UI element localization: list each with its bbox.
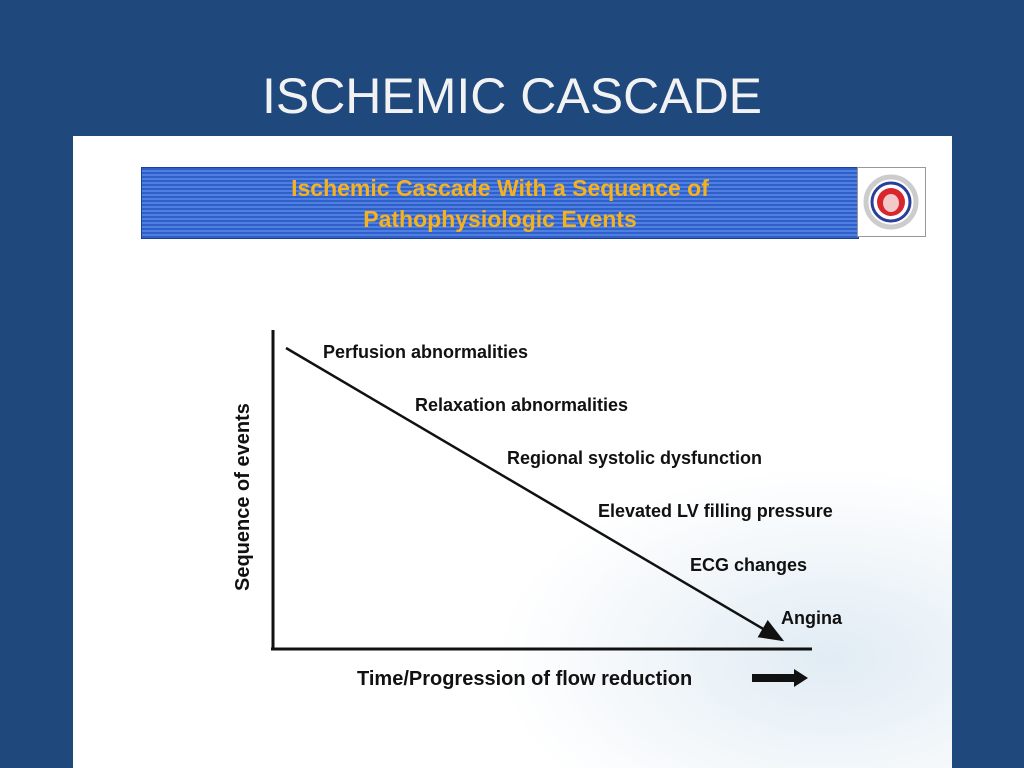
- event-label: Perfusion abnormalities: [323, 342, 528, 362]
- event-label: Regional systolic dysfunction: [507, 448, 762, 468]
- society-logo: [857, 167, 926, 237]
- event-label: Angina: [781, 608, 843, 628]
- y-axis-label: Sequence of events: [232, 403, 254, 591]
- logo-emblem-icon: [863, 174, 919, 230]
- cascade-arrow: [285, 346, 785, 642]
- slide-title: ISCHEMIC CASCADE: [261, 68, 763, 124]
- banner-title: Ischemic Cascade With a Sequence of Path…: [142, 173, 858, 235]
- event-label: Relaxation abnormalities: [415, 395, 628, 415]
- event-label: Elevated LV filling pressure: [598, 501, 833, 521]
- content-panel: Ischemic Cascade With a Sequence of Path…: [73, 136, 952, 768]
- banner-line-2: Pathophysiologic Events: [363, 206, 637, 232]
- banner-line-1: Ischemic Cascade With a Sequence of: [291, 175, 709, 201]
- event-label: ECG changes: [690, 555, 807, 575]
- x-axis-label: Time/Progression of flow reduction: [357, 668, 692, 690]
- right-arrow-icon: [752, 669, 808, 687]
